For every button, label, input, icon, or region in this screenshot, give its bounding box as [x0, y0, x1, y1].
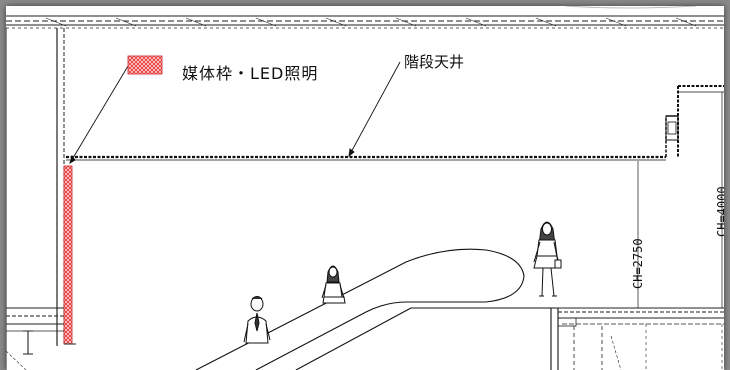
left-wall: [6, 28, 65, 370]
legend-label: 媒体枠・LED照明: [182, 64, 319, 83]
drawing-sheet: 媒体枠・LED照明 階段天井 CH=2750 CH=4000: [6, 6, 724, 370]
lower-floor-slab: [6, 307, 76, 370]
man-in-suit-figure: [243, 296, 271, 344]
view-corner-arc: [565, 6, 697, 9]
led-media-strip: [63, 165, 73, 345]
upper-landing-floor: [557, 307, 724, 370]
woman-walking-figure: [533, 221, 562, 297]
escalator: [195, 248, 559, 370]
dimension-lines: [637, 92, 723, 308]
ch-upper-dimension: CH=4000: [715, 186, 724, 237]
section-drawing: [6, 6, 724, 370]
stair-ceiling-label: 階段天井: [404, 53, 465, 71]
legend-swatch: [127, 55, 163, 75]
stair-ceiling-line: [66, 85, 724, 161]
ch-lower-dimension: CH=2750: [631, 238, 645, 289]
top-slab: [6, 15, 724, 29]
woman-on-escalator-figure: [321, 265, 346, 304]
leader-lines: [69, 61, 401, 164]
